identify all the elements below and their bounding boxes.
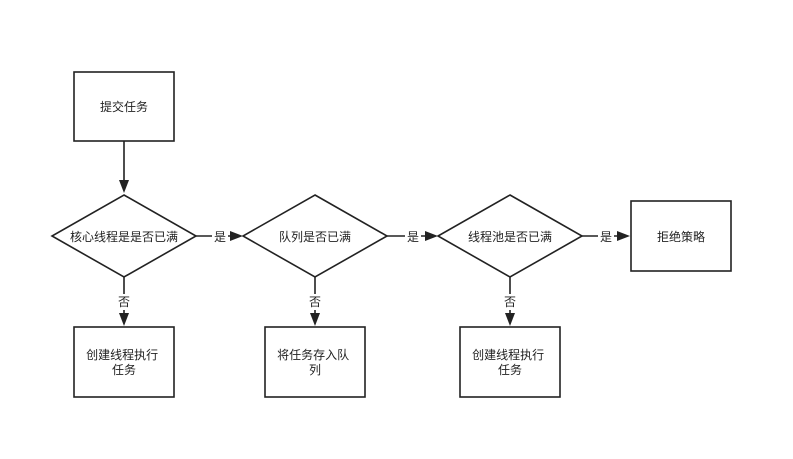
node-label: 提交任务 — [100, 99, 148, 114]
node-label-line2: 任务 — [498, 362, 522, 377]
node-label: 核心线程是是否已满 — [70, 229, 178, 244]
node-label-line2: 列 — [309, 363, 321, 377]
edge-label-yes: 是 — [214, 230, 226, 244]
edge-label-no: 否 — [118, 295, 130, 309]
node-create-thread-noncore: 创建线程执行 任务 — [459, 326, 561, 398]
node-label-line1: 创建线程执行 — [86, 347, 158, 362]
node-enqueue-task: 将任务存入队 列 — [264, 326, 366, 398]
svg-text:提交任务: 提交任务 — [100, 99, 148, 114]
node-label-line1: 将任务存入队 — [277, 347, 349, 362]
svg-text:将任务存入队 列: 将任务存入队 列 — [277, 347, 353, 377]
svg-text:拒绝策略: 拒绝策略 — [657, 229, 705, 244]
edge-label-no: 否 — [504, 295, 516, 309]
node-label: 队列是否已满 — [279, 229, 351, 244]
node-core-threads-full: 核心线程是是否已满 — [50, 194, 198, 278]
edge-label-yes: 是 — [407, 230, 419, 244]
edge-core-to-create-no: 否 — [116, 277, 132, 326]
node-label: 拒绝策略 — [657, 229, 705, 244]
node-reject-policy: 拒绝策略 — [630, 200, 732, 272]
edge-label-yes: 是 — [600, 230, 612, 244]
svg-text:核心线程是是否已满: 核心线程是是否已满 — [70, 229, 178, 244]
node-pool-full: 线程池是否已满 — [436, 194, 584, 278]
node-create-thread-core: 创建线程执行 任务 — [73, 326, 175, 398]
node-label-line1: 创建线程执行 — [472, 347, 544, 362]
node-submit-task: 提交任务 — [73, 71, 175, 142]
node-label: 线程池是否已满 — [468, 229, 552, 244]
edge-pool-to-create-no: 否 — [502, 277, 518, 326]
node-queue-full: 队列是否已满 — [241, 194, 389, 278]
edge-core-to-queue-yes: 是 — [196, 228, 243, 244]
svg-text:创建线程执行 任务: 创建线程执行 任务 — [472, 347, 548, 377]
svg-text:线程池是否已满: 线程池是否已满 — [468, 229, 552, 244]
edge-queue-to-enqueue-no: 否 — [307, 277, 323, 326]
node-label-line2: 任务 — [112, 362, 136, 377]
svg-text:队列是否已满: 队列是否已满 — [279, 229, 351, 244]
svg-text:创建线程执行 任务: 创建线程执行 任务 — [86, 347, 162, 377]
edge-pool-to-reject-yes: 是 — [582, 228, 630, 244]
edge-label-no: 否 — [309, 295, 321, 309]
edge-queue-to-pool-yes: 是 — [387, 228, 438, 244]
edge-submit-to-core — [119, 141, 129, 193]
